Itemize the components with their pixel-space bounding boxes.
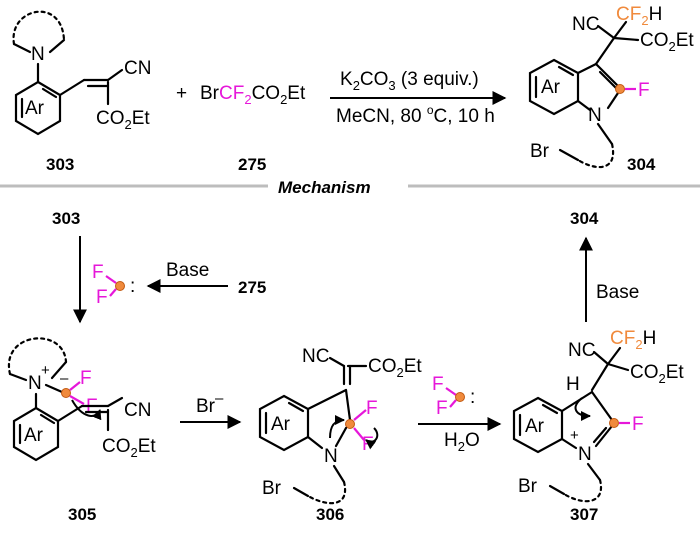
- label-304-mech: 304: [570, 209, 599, 228]
- svg-text:F: F: [632, 414, 644, 435]
- dashed-tether: [576, 142, 615, 169]
- compound-304-structure: NC CF2H CO2Et Ar N F Br: [528, 4, 694, 169]
- plus-sign: +: [176, 83, 187, 104]
- atom-n: N: [324, 446, 338, 467]
- curly-arrow: [574, 397, 591, 421]
- curly-arrow-a: [329, 415, 345, 439]
- difluorocarbene-1: F F :: [92, 262, 135, 308]
- svg-text:F: F: [80, 368, 92, 389]
- atom-n: N: [31, 44, 45, 65]
- atom-ar: Ar: [525, 416, 545, 437]
- compound-306-structure: NC CO2Et Ar F F N Br: [258, 346, 422, 505]
- group-cf2h: CF2H: [610, 328, 656, 352]
- base-label-1: Base: [166, 260, 209, 281]
- svg-text:F: F: [92, 262, 104, 283]
- reagent-275-formula: BrCF2CO2Et: [200, 83, 306, 107]
- svg-text:F: F: [436, 398, 448, 419]
- label-304: 304: [627, 155, 656, 174]
- atom-cn: CN: [124, 400, 151, 421]
- dashed-ring: [7, 337, 68, 376]
- group-cf2h: CF2H: [616, 4, 662, 28]
- atom-n: N: [578, 444, 592, 465]
- label-303: 303: [46, 155, 74, 174]
- condition-base: K2CO3 (3 equiv.): [340, 69, 479, 93]
- atom-cn: CN: [124, 58, 151, 79]
- section-title: Mechanism: [278, 178, 371, 197]
- svg-text:–: –: [60, 370, 69, 387]
- label-275: 275: [238, 155, 266, 174]
- condition-solvent: MeCN, 80 oC, 10 h: [336, 103, 495, 127]
- compound-305-structure: N + – F F Ar CN CO2Et: [7, 337, 156, 462]
- dashed-ring: [12, 10, 66, 46]
- compound-303-structure: N Ar CN CO2Et: [12, 10, 151, 136]
- atom-n: N: [588, 105, 602, 126]
- svg-text::: :: [130, 276, 135, 297]
- curly-arrow: [71, 399, 102, 421]
- carbene-carbon-dot: [615, 84, 625, 94]
- atom-ar: Ar: [24, 425, 44, 446]
- atom-br: Br: [530, 141, 550, 162]
- svg-text:+: +: [41, 362, 50, 379]
- group-co2et: CO2Et: [640, 30, 694, 54]
- group-co2et: CO2Et: [630, 362, 684, 386]
- atom-ar: Ar: [541, 77, 561, 98]
- atom-n: N: [28, 373, 42, 394]
- base-label-2: Base: [596, 282, 639, 303]
- label-275-mech: 275: [238, 278, 266, 297]
- atom-h: H: [566, 374, 580, 395]
- bromide-label: Br–: [196, 390, 224, 417]
- label-303-mech: 303: [52, 209, 80, 228]
- atom-nc: NC: [572, 14, 599, 35]
- label-307: 307: [570, 505, 598, 524]
- atom-br: Br: [518, 476, 538, 497]
- label-305: 305: [68, 505, 96, 524]
- svg-text::: :: [470, 387, 475, 408]
- svg-text:F: F: [366, 398, 378, 419]
- curly-arrow-b: [365, 427, 379, 450]
- atom-br: Br: [262, 478, 282, 499]
- atom-ar: Ar: [25, 98, 45, 119]
- svg-text:F: F: [362, 434, 374, 455]
- svg-text:F: F: [432, 374, 444, 395]
- group-co2et: CO2Et: [102, 436, 156, 460]
- compound-307-structure: NC CF2H CO2Et Ar H F N + Br: [512, 328, 684, 503]
- svg-text:+: +: [570, 427, 579, 444]
- difluorocarbene-2: F F :: [432, 374, 475, 419]
- group-co2et: CO2Et: [96, 108, 150, 132]
- atom-f: F: [638, 80, 650, 101]
- dashed-tether: [562, 478, 603, 503]
- atom-ar: Ar: [271, 414, 291, 435]
- atom-nc: NC: [302, 346, 329, 367]
- atom-nc: NC: [568, 340, 595, 361]
- dashed-tether: [306, 480, 347, 505]
- svg-text:F: F: [96, 287, 108, 308]
- label-306: 306: [316, 505, 344, 524]
- group-co2et: CO2Et: [368, 356, 422, 380]
- water-label: H2O: [444, 430, 480, 454]
